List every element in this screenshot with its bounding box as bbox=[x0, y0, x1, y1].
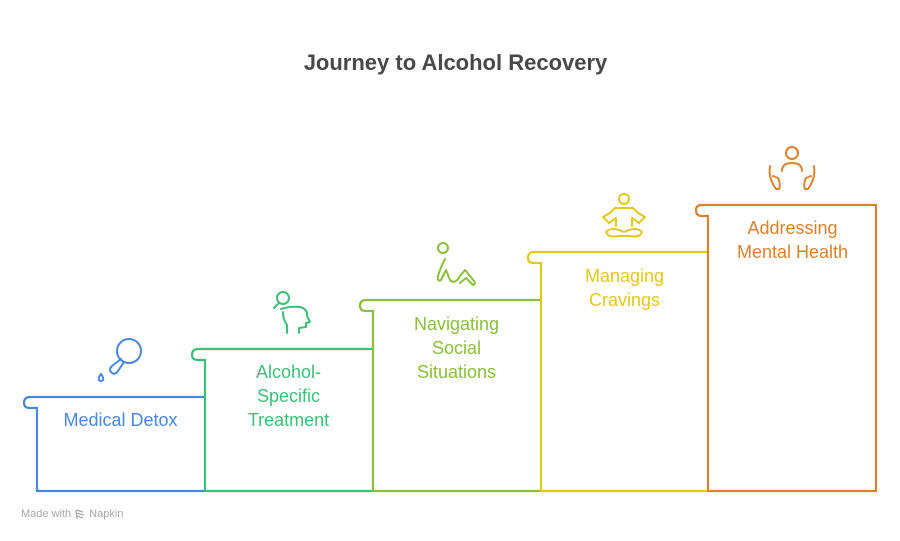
step-1-outline bbox=[22, 395, 204, 493]
step-2 bbox=[190, 291, 372, 493]
step-4-outline bbox=[526, 250, 708, 493]
head-search-icon bbox=[273, 291, 311, 334]
step-label-line: Situations bbox=[416, 362, 497, 382]
step-5 bbox=[694, 146, 878, 493]
step-1 bbox=[22, 338, 204, 493]
step-label-line: Addressing bbox=[747, 218, 838, 238]
step-5-outline bbox=[694, 203, 878, 493]
step-3 bbox=[358, 242, 540, 493]
step-3-outline bbox=[358, 298, 540, 493]
supporting-hands-icon bbox=[768, 146, 816, 190]
step-label-line: Social bbox=[431, 338, 482, 358]
step-label-line: Navigating bbox=[413, 314, 500, 334]
step-label-line: Treatment bbox=[247, 410, 330, 430]
reclining-person-icon bbox=[436, 242, 476, 286]
diagram-title: Journey to Alcohol Recovery bbox=[303, 50, 608, 75]
step-label-medical-detox: Medical Detox bbox=[37, 408, 204, 432]
step-4 bbox=[526, 193, 708, 493]
step-label-line: Alcohol- bbox=[255, 362, 322, 382]
step-label-line: Cravings bbox=[588, 290, 661, 310]
napkin-logo-icon bbox=[75, 509, 85, 520]
step-label-line: Mental Health bbox=[736, 242, 849, 262]
step-2-outline bbox=[190, 347, 372, 493]
dropper-icon bbox=[97, 338, 142, 382]
meditation-icon bbox=[602, 193, 646, 238]
step-label-line: Medical Detox bbox=[63, 410, 178, 430]
step-label-line: Managing bbox=[584, 266, 665, 286]
napkin-brand-text: Napkin bbox=[89, 508, 124, 520]
step-label-line: Specific bbox=[256, 386, 321, 406]
made-with-text: Made with bbox=[21, 508, 72, 520]
made-with-napkin-footer[interactable]: Made with Napkin bbox=[21, 508, 123, 520]
